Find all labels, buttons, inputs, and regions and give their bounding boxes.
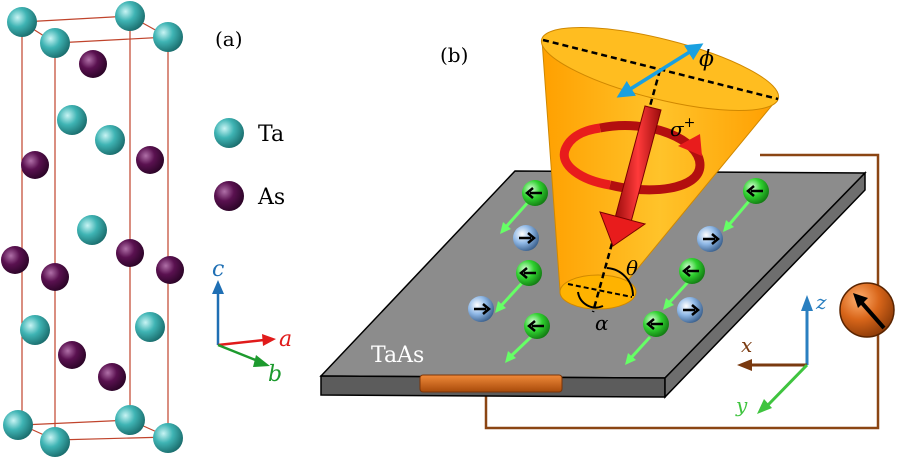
as-atom — [58, 341, 86, 369]
spin-carriers — [468, 178, 769, 365]
spin-green — [505, 313, 550, 363]
electrode — [419, 374, 563, 393]
axis-c-label: c — [212, 257, 224, 282]
spin-blue — [468, 296, 494, 322]
ta-atom — [115, 405, 145, 435]
phi-label: ϕ — [699, 47, 714, 72]
spin-blue — [513, 225, 539, 251]
theta-label: θ — [626, 256, 638, 280]
beam-arrowhead — [599, 211, 647, 247]
base-diameter — [567, 283, 633, 298]
legend-ta-label: Ta — [258, 122, 284, 147]
ta-atom — [153, 22, 183, 52]
spin-green — [663, 258, 705, 310]
axis-b-label: b — [268, 362, 282, 387]
current-meter — [839, 282, 895, 338]
ta-atom — [77, 215, 107, 245]
rotation-ring-front — [559, 123, 611, 190]
lab-axes: z x y — [735, 290, 827, 417]
rotation-arrowhead — [678, 134, 702, 156]
ta-atom — [40, 427, 70, 457]
meter-needle — [860, 301, 886, 330]
as-atom — [98, 363, 126, 391]
polarized-beam: σ+ — [559, 105, 705, 247]
legend-ta-swatch — [214, 118, 244, 148]
legend-as-swatch — [214, 181, 244, 211]
as-atom — [79, 50, 107, 78]
alpha-arc — [577, 291, 604, 309]
as-atom — [156, 256, 184, 284]
axis-x-label: x — [741, 333, 752, 357]
as-atom — [136, 146, 164, 174]
as-atom — [1, 246, 29, 274]
slab-side-face — [664, 171, 866, 399]
phi-arrow — [616, 43, 704, 98]
spin-blue — [697, 226, 723, 252]
as-atom — [41, 263, 69, 291]
spin-green — [495, 260, 542, 313]
spin-green — [500, 180, 548, 234]
ta-atom — [135, 312, 165, 342]
legend-as-label: As — [257, 185, 285, 210]
alpha-label: α — [595, 311, 609, 335]
panel-a-label: (a) — [215, 27, 243, 51]
material-label: TaAs — [371, 343, 424, 368]
spin-green — [723, 178, 769, 232]
axis-y-label: y — [735, 393, 748, 417]
as-atom — [116, 239, 144, 267]
ta-atom — [40, 28, 70, 58]
polarization-label: σ+ — [670, 115, 695, 141]
ta-atom — [115, 1, 145, 31]
ta-atom — [7, 7, 37, 37]
axis-a-label: a — [279, 327, 292, 352]
ta-atom — [3, 410, 33, 440]
panel-a: (a) — [1, 1, 292, 457]
panel-b-label: (b) — [440, 43, 468, 67]
circuit-wire — [484, 153, 880, 430]
theta-arc — [606, 267, 635, 297]
panel-b: (b) TaAs — [319, 27, 895, 430]
as-atom — [21, 151, 49, 179]
ta-atom — [57, 105, 87, 135]
spin-blue — [677, 297, 703, 323]
spin-green — [625, 311, 669, 365]
atoms — [1, 1, 184, 457]
ta-atom — [20, 315, 50, 345]
ta-atom — [153, 423, 183, 453]
axis-z-label: z — [815, 290, 827, 314]
ta-atom — [95, 125, 125, 155]
atom-legend: Ta As — [214, 118, 285, 211]
crystal-axes: c a b — [212, 257, 292, 387]
